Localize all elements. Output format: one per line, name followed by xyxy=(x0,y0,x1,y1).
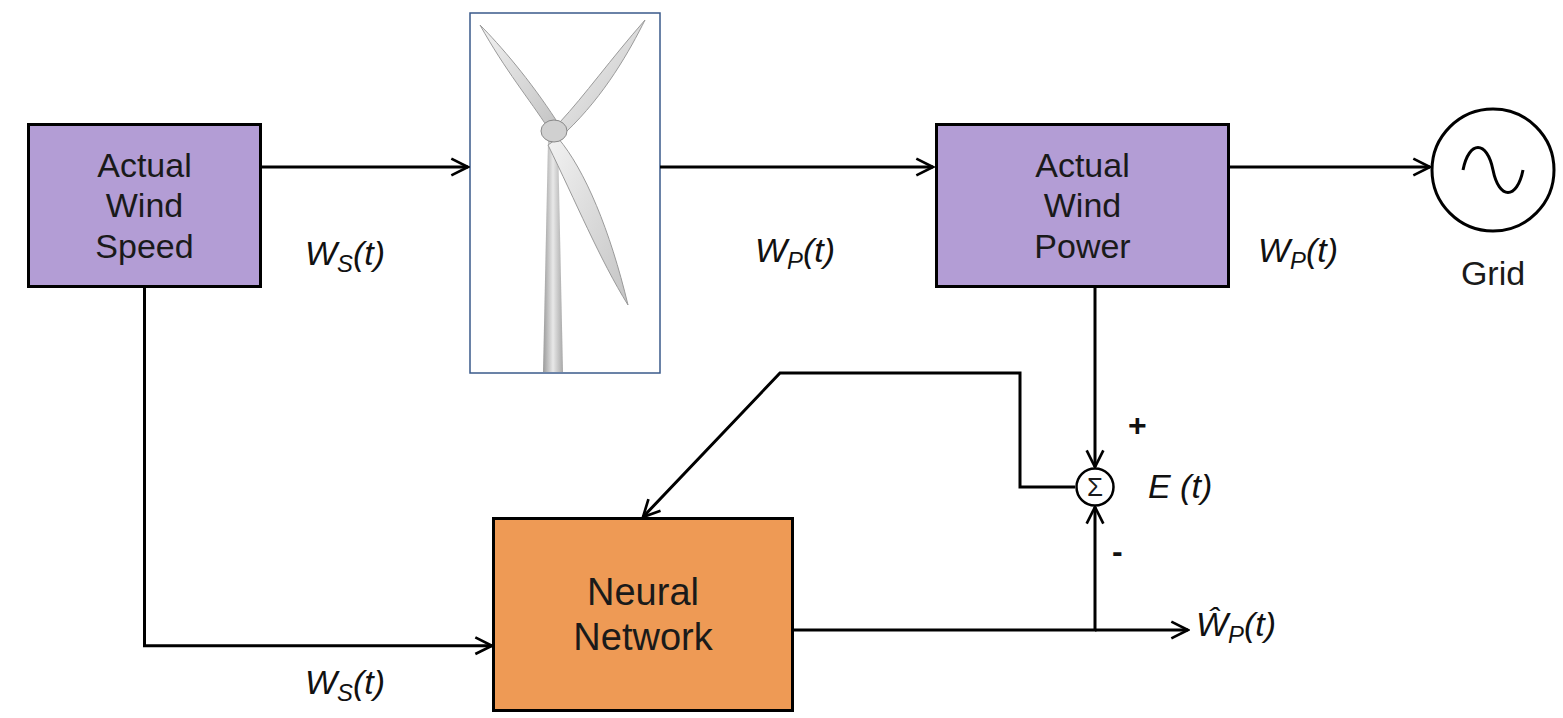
subscript: P xyxy=(1228,621,1244,648)
node-text: Σ xyxy=(1075,467,1115,507)
grid-source: Grid xyxy=(1430,107,1556,293)
process-box: Neural Network xyxy=(492,517,794,712)
sign-mark: - xyxy=(1112,532,1123,570)
turbine-blade xyxy=(480,25,556,128)
connector xyxy=(1230,166,1430,169)
text-part: W xyxy=(755,231,787,269)
subscript: S xyxy=(337,679,353,706)
text-part: Ŵ xyxy=(1196,605,1228,643)
turbine-blade xyxy=(560,20,645,132)
node-text: Actual Wind Speed xyxy=(70,145,220,265)
signal-arrow xyxy=(262,166,468,169)
grid-symbol xyxy=(1430,107,1556,233)
signal-name: WP(t) xyxy=(755,230,835,276)
connector xyxy=(145,288,493,646)
text-part: (t) xyxy=(353,663,385,701)
edge-label: WP(t) xyxy=(1258,230,1338,276)
turbine-tower xyxy=(543,140,563,372)
text-part: (t) xyxy=(1306,231,1338,269)
picture-frame xyxy=(470,13,660,373)
text-part: W xyxy=(305,663,337,701)
signal-name: ŴP(t) xyxy=(1196,604,1276,650)
sign-mark: + xyxy=(1128,406,1147,444)
text-part: (t) xyxy=(1244,605,1276,643)
connector xyxy=(794,507,1095,630)
process-box: Actual Wind Speed xyxy=(27,123,262,288)
connector xyxy=(643,373,1075,517)
text-part: W xyxy=(1258,231,1290,269)
connector xyxy=(1094,288,1097,467)
text-part: (t) xyxy=(803,231,835,269)
subscript: P xyxy=(1290,247,1306,274)
text-part: (t) xyxy=(353,234,385,272)
node-text: Actual Wind Power xyxy=(1008,145,1158,265)
subscript: S xyxy=(337,250,353,277)
node-text: Grid xyxy=(1430,253,1556,293)
edge-label: WS(t) xyxy=(305,662,385,708)
signal-arrow xyxy=(660,166,933,169)
turbine-blade xyxy=(548,138,628,305)
summing-junction: Σ xyxy=(1075,467,1115,507)
process-box: Actual Wind Power xyxy=(935,123,1230,288)
node-text: Neural Network xyxy=(538,570,748,660)
signal-name: E (t) xyxy=(1148,466,1212,507)
source-circle xyxy=(1432,109,1554,231)
signal-name: WS(t) xyxy=(305,233,385,279)
sine-wave xyxy=(1463,148,1523,193)
turbine-hub xyxy=(541,120,567,142)
output-arrow xyxy=(1095,629,1188,632)
text-part: W xyxy=(305,234,337,272)
wind-turbine xyxy=(470,13,660,373)
subscript: P xyxy=(787,247,803,274)
